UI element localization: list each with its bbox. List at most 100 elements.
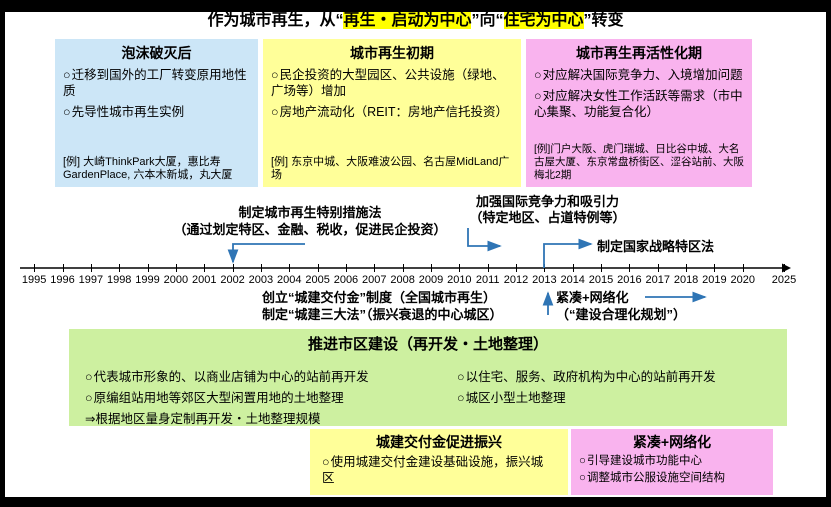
bullet-marker: ○ [579, 472, 586, 484]
phase-examples: [例] 大崎ThinkPark大厦，惠比寿GardenPlace, 六本木新城，… [63, 156, 233, 181]
bullet-text: 先导性城市再生实例 [71, 105, 185, 119]
phase-examples: [例]门户大阪、虎门瑞城、日比谷中城、大名古屋大厦、东京常盘桥街区、涩谷站前、大… [534, 143, 744, 181]
phase-examples: [例] 东京中城、大阪难波公园、名古屋MidLand广场 [271, 156, 510, 181]
bullet-text: 引导建设城市功能中心 [586, 455, 702, 467]
bullet-marker: ○ [322, 455, 330, 469]
grant-bullet: ○使用城建交付金建设基础设施，振兴城区 [318, 454, 560, 486]
year-label-2025: 2025 [761, 260, 807, 286]
phase-bullet: ○迁移到国外的工厂转变原用地性质 [63, 67, 250, 99]
bullet-text: 原编组站用地等郊区大型闲置用地的土地整理 [93, 391, 344, 405]
page-title-line: 作为城市再生，从“再生・启动为中心”向“住宅为中心”转变 [207, 12, 624, 31]
compact-network-box: 紧凑+网络化 ○引导建设城市功能中心 ○调整城市公服设施空间结构 [571, 429, 773, 495]
district-bullet: ○ 原编组站用地等郊区大型闲置用地的土地整理 [85, 390, 465, 406]
compact-bullet: ○调整城市公服设施空间结构 [579, 471, 765, 486]
phase-bullet: ○房地产流动化（REIT：房地产信托投资） [271, 104, 513, 120]
bullet-marker: ○ [271, 68, 279, 82]
timeline: 1995 1996 1997 1998 1999 2000 2001 2002 … [20, 260, 805, 292]
year-label: 2016 [615, 260, 643, 286]
district-development-title: 推进市区建设（再开发・土地整理） [307, 336, 548, 353]
bullet-marker: ○ [579, 455, 586, 467]
annotation-line: （“建设合理化规划”） [556, 307, 687, 322]
year-label: 2009 [417, 260, 445, 286]
year-label: 2007 [360, 260, 388, 286]
title-segment-highlighted: 住宅为中心 [503, 12, 584, 29]
district-bullet: ○以住宅、服务、政府机构为中心的站前再开发 [457, 369, 777, 385]
bullet-text: 代表城市形象的、以商业店铺为中心的站前再开发 [93, 370, 369, 384]
year-label: 2020 [729, 260, 757, 286]
grant-promotion-box: 城建交付金促进振兴 ○使用城建交付金建设基础设施，振兴城区 [310, 429, 568, 495]
bullet-marker: ○ [534, 89, 542, 103]
year-label: 2003 [247, 260, 275, 286]
year-label: 2006 [332, 260, 360, 286]
compact-bullet: ○引导建设城市功能中心 [579, 454, 765, 469]
annotation-line: 制定“城建三大法”（振兴衰退的中心城区） [262, 307, 503, 322]
year-label: 2008 [388, 260, 416, 286]
bullet-marker: ○ [271, 105, 279, 119]
title-segment: ”转变 [583, 12, 624, 29]
bullet-text: 城区小型土地整理 [465, 391, 566, 405]
year-label: 2011 [474, 260, 502, 286]
year-label: 2019 [700, 260, 728, 286]
year-label: 2005 [303, 260, 331, 286]
year-label: 2002 [218, 260, 246, 286]
bullet-marker: ○ [63, 68, 71, 82]
year-label: 2001 [190, 260, 218, 286]
title-segment: ”向“ [471, 12, 504, 29]
year-label: 1998 [105, 260, 133, 286]
compact-network-title: 紧凑+网络化 [632, 434, 712, 450]
bullet-marker: ○ [457, 370, 465, 384]
bullet-marker: ○ [63, 105, 71, 119]
district-development-left-column: ○代表城市形象的、以商业店铺为中心的站前再开发 ○原编组站用地等郊区大型闲置用地… [85, 369, 465, 428]
year-label: 1997 [77, 260, 105, 286]
year-label: 1995 [20, 260, 48, 286]
bullet-text: 房地产流动化（REIT：房地产信托投资） [279, 105, 509, 119]
year-label: 2013 [530, 260, 558, 286]
year-label: 2010 [445, 260, 473, 286]
phase-title: 城市再生再活性化期 [576, 45, 702, 61]
year-label: 2015 [587, 260, 615, 286]
annotation-international-competitiveness: 加强国际竞争力和吸引力 （特定地区、占道特例等） [435, 194, 660, 226]
annotation-line: 加强国际竞争力和吸引力 [475, 194, 619, 209]
year-label: 2017 [644, 260, 672, 286]
annotation-compact-network: 紧凑+网络化 （“建设合理化规划”） [556, 289, 686, 323]
district-bullet: ○城区小型土地整理 [457, 390, 777, 406]
phase-bullet: ○先导性城市再生实例 [63, 104, 250, 120]
year-label: 1996 [48, 260, 76, 286]
phase-box-bubble-burst: 泡沫破灭后 ○迁移到国外的工厂转变原用地性质 ○先导性城市再生实例 [例] 大崎… [55, 39, 258, 187]
district-development-right-column: ○以住宅、服务、政府机构为中心的站前再开发 ○城区小型土地整理 [457, 369, 777, 411]
bullet-text: 以住宅、服务、政府机构为中心的站前再开发 [465, 370, 716, 384]
bullet-marker: ○ [85, 370, 93, 384]
phase-bullet: ○民企投资的大型园区、公共设施（绿地、广场等）增加 [271, 67, 513, 99]
year-label: 2012 [502, 260, 530, 286]
annotation-line: （特定地区、占道特例等） [469, 210, 626, 225]
annotation-national-strategic-zone-act: 制定国家战略特区法 [597, 238, 714, 255]
district-note: ⇒根据地区量身定制再开发・土地整理规模 [85, 412, 321, 426]
annotation-line: （通过划定特区、金融、税收，促进民企投资） [173, 222, 447, 237]
phase-title: 泡沫破灭后 [121, 45, 192, 61]
bullet-text: 对应解决国际竞争力、入境增加问题 [542, 68, 743, 82]
bullet-marker: ○ [457, 391, 465, 405]
bullet-marker: ○ [534, 68, 542, 82]
phase-box-early-regeneration: 城市再生初期 ○民企投资的大型园区、公共设施（绿地、广场等）增加 ○房地产流动化… [263, 39, 521, 187]
annotation-line: 紧凑+网络化 [556, 290, 629, 305]
annotation-line: 制定国家战略特区法 [597, 239, 715, 254]
annotation-line: 创立“城建交付金”制度（全国城市再生） [262, 290, 497, 305]
bullet-text: 迁移到国外的工厂转变原用地性质 [63, 68, 247, 98]
phase-bullet: ○对应解决国际竞争力、入境增加问题 [534, 67, 744, 83]
grant-promotion-title: 城建交付金促进振兴 [376, 434, 502, 450]
year-label: 2014 [559, 260, 587, 286]
bullet-text: 民企投资的大型园区、公共设施（绿地、广场等）增加 [271, 68, 505, 98]
page-title: 作为城市再生，从“再生・启动为中心”向“住宅为中心”转变 [5, 12, 826, 31]
phase-bullet: ○对应解决女性工作活跃等需求（市中心集聚、功能复合化） [534, 88, 744, 120]
district-bullet: ○代表城市形象的、以商业店铺为中心的站前再开发 [85, 369, 465, 385]
annotation-grant-system: 创立“城建交付金”制度（全国城市再生） 制定“城建三大法”（振兴衰退的中心城区） [262, 289, 503, 323]
year-label: 2018 [672, 260, 700, 286]
annotation-special-measures-act: 制定城市再生特别措施法 （通过划定特区、金融、税收，促进民企投资） [110, 204, 510, 238]
year-label: 2000 [162, 260, 190, 286]
title-segment: 作为城市再生，从“ [207, 12, 344, 29]
timeline-years: 1995 1996 1997 1998 1999 2000 2001 2002 … [20, 260, 757, 286]
phase-title: 城市再生初期 [350, 45, 434, 61]
district-development-box: 推进市区建设（再开发・土地整理） ○代表城市形象的、以商业店铺为中心的站前再开发… [69, 329, 787, 426]
year-label: 1999 [133, 260, 161, 286]
